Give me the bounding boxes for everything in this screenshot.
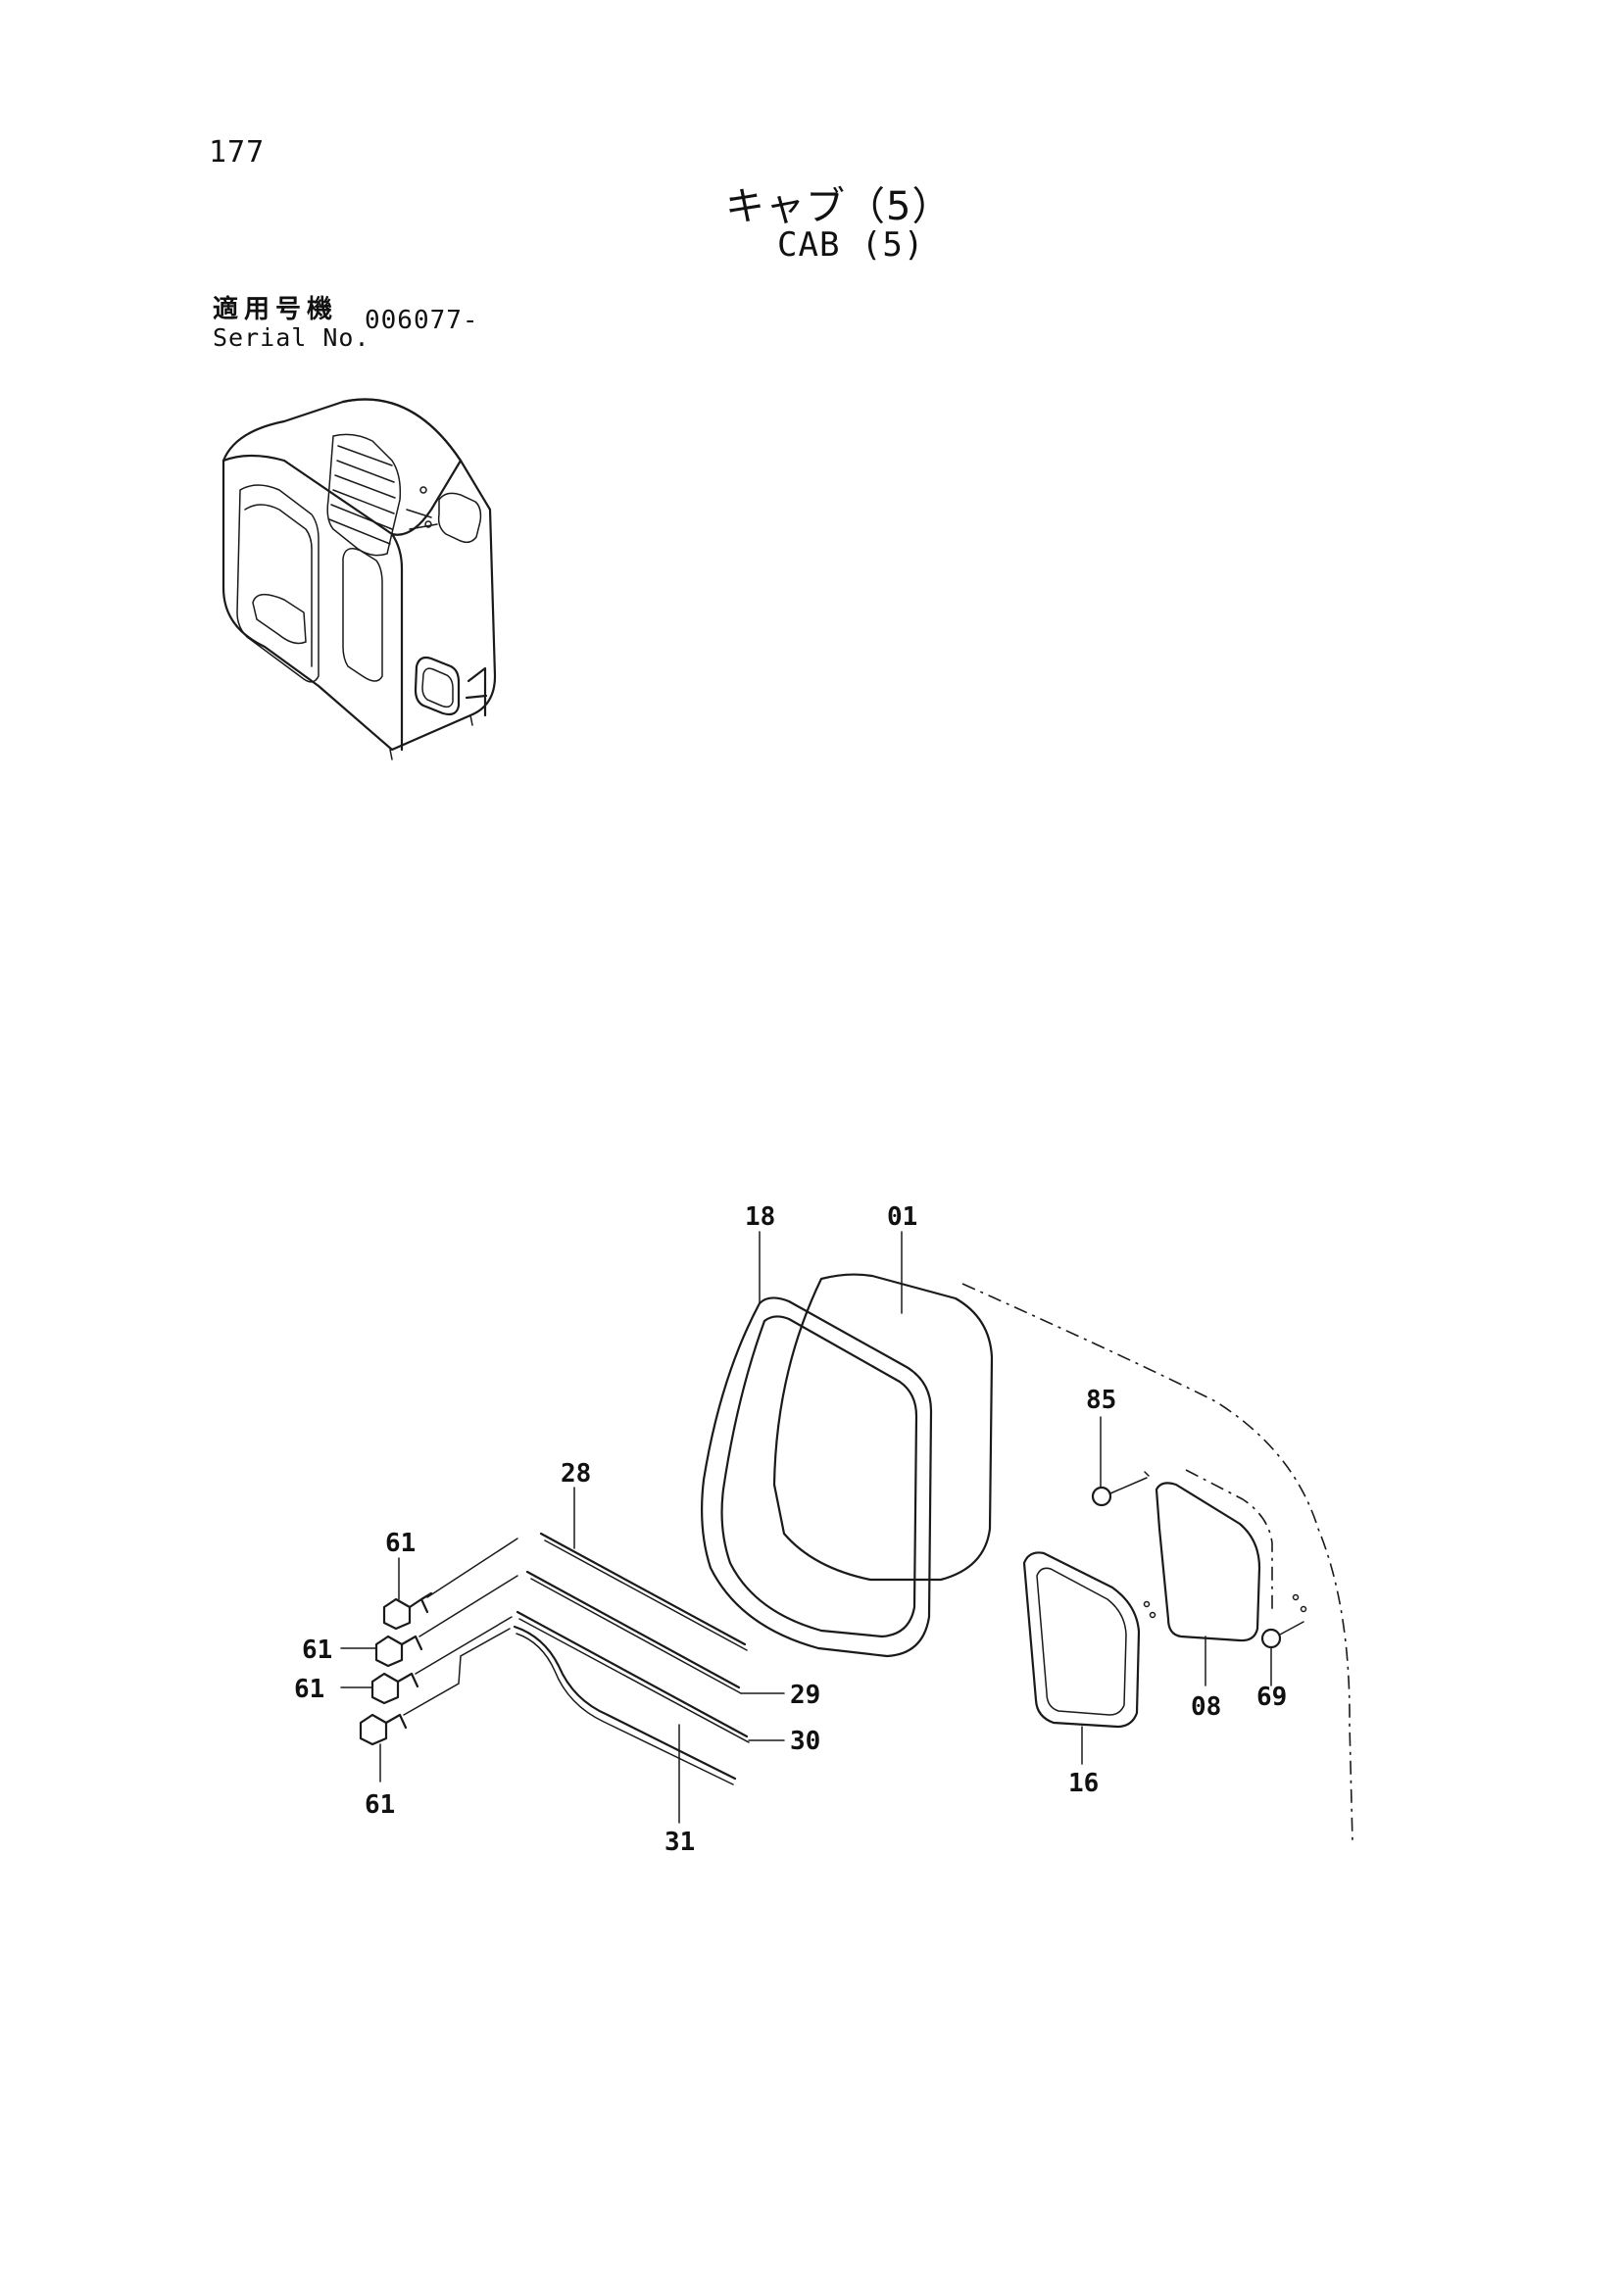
part-08-frame (1185, 1469, 1273, 1612)
cab-overview-icon (221, 398, 497, 760)
part-30-cable (516, 1610, 749, 1738)
part-16-seal-inner (1036, 1567, 1127, 1716)
part-29-cable (525, 1570, 741, 1689)
callout-16: 16 (1068, 1769, 1099, 1798)
part-08-glass (1155, 1482, 1261, 1642)
part-01-glass (772, 1273, 994, 1582)
callout-61-third: 61 (294, 1675, 324, 1704)
callout-30: 30 (790, 1727, 820, 1756)
serial-number-value: 006077- (365, 306, 479, 335)
part-28-cable (539, 1532, 747, 1646)
part-61-bolt-3 (370, 1616, 513, 1705)
callout-29: 29 (790, 1681, 820, 1710)
part-85-pin (1091, 1486, 1112, 1507)
callout-18: 18 (745, 1202, 775, 1232)
title-english: CAB (5) (777, 225, 925, 265)
part-61-bolt-1 (382, 1538, 518, 1631)
callout-01: 01 (887, 1202, 917, 1232)
part-61-bolt-4 (359, 1628, 511, 1746)
callout-28: 28 (561, 1459, 591, 1489)
window-assembly-exploded-view (340, 1231, 1353, 1843)
page-number: 177 (209, 135, 266, 170)
title-japanese: キャブ（5） (725, 184, 953, 229)
callout-69: 69 (1256, 1683, 1287, 1712)
callout-31: 31 (664, 1828, 695, 1857)
callout-85: 85 (1086, 1386, 1116, 1415)
part-31-cable (513, 1625, 737, 1781)
callout-61-bottom: 61 (365, 1790, 395, 1820)
callout-61-top: 61 (385, 1529, 416, 1558)
part-16-seal-outer (1022, 1551, 1141, 1729)
part-61-bolt-2 (374, 1575, 518, 1668)
cab-body-outline (961, 1283, 1353, 1843)
serial-label-japanese: 適用号機 (213, 295, 339, 324)
callout-61-second: 61 (302, 1636, 332, 1665)
part-18-weatherstrip-inner (720, 1315, 918, 1638)
serial-label-english: Serial No. (213, 323, 370, 352)
part-18-weatherstrip-outer (701, 1296, 933, 1658)
callout-08: 08 (1191, 1692, 1221, 1722)
part-69-pin (1260, 1628, 1282, 1649)
